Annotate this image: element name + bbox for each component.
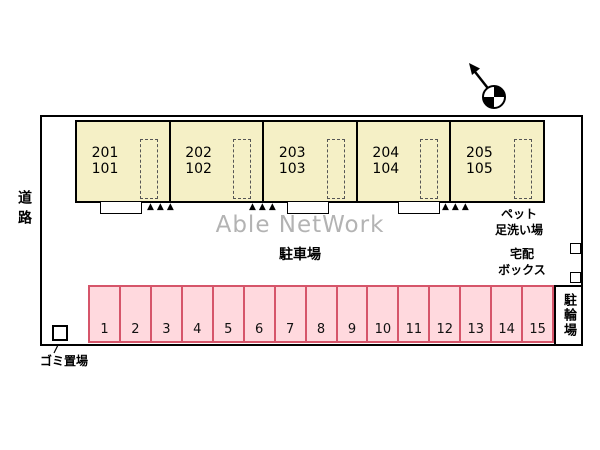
road-label: 道路: [16, 190, 32, 230]
parking-space: 7: [275, 287, 307, 341]
parking-space: 11: [399, 287, 431, 341]
unit-block-201-101: 201 101: [77, 122, 171, 201]
upper-unit-number: 201: [91, 145, 119, 161]
apartment-building: 201 101 202 102 203 103 204 104: [75, 120, 545, 203]
pet-wash-marker: [570, 243, 581, 254]
stairs-dashed-outline: [513, 139, 532, 199]
stairs-dashed-outline: [326, 139, 345, 199]
parking-space: 6: [244, 287, 276, 341]
parking-space: 10: [368, 287, 400, 341]
parking-space: 12: [430, 287, 462, 341]
entry-markers: ▲▲▲: [147, 202, 177, 212]
parking-space: 4: [182, 287, 214, 341]
entrance-porch: [287, 201, 329, 214]
bicycle-parking-label: 駐輪場: [561, 293, 576, 338]
delivery-box-label-line1: 宅配: [509, 247, 534, 261]
entrance-porch: [100, 201, 142, 214]
bicycle-parking-box: 駐輪場: [554, 285, 583, 346]
garbage-area-marker: [52, 325, 68, 341]
lower-unit-number: 105: [466, 161, 493, 177]
parking-space: 2: [120, 287, 152, 341]
pet-wash-label-line1: ペット: [500, 207, 537, 221]
unit-number-label: 202 102: [175, 145, 223, 177]
delivery-box-marker: [570, 272, 581, 283]
parking-spaces-row: 1 2 3 4 5 6 7 8 9 10 11 12 13 14 15: [88, 285, 554, 343]
unit-block-205-105: 205 105: [451, 122, 543, 201]
parking-lot-label: 駐車場: [279, 247, 321, 263]
unit-block-204-104: 204 104: [357, 122, 452, 201]
entrance-porch: [398, 201, 440, 214]
stairs-dashed-outline: [139, 139, 158, 199]
unit-number-label: 205 105: [455, 145, 503, 177]
upper-unit-number: 203: [278, 145, 306, 161]
parking-space: 9: [337, 287, 369, 341]
entry-markers: ▲▲▲: [249, 202, 279, 212]
entry-markers: ▲▲▲: [442, 202, 472, 212]
upper-unit-number: 204: [372, 145, 400, 161]
watermark: Able NetWork: [215, 212, 385, 238]
parking-space: 14: [492, 287, 524, 341]
north-arrow-icon: [469, 63, 506, 109]
parking-space: 15: [523, 287, 553, 341]
lower-unit-number: 103: [278, 161, 306, 177]
upper-unit-number: 205: [466, 145, 493, 161]
lower-unit-number: 102: [185, 161, 212, 177]
parking-space: 13: [461, 287, 493, 341]
unit-block-203-103: 203 103: [264, 122, 358, 201]
stairs-dashed-outline: [233, 139, 252, 199]
unit-number-label: 203 103: [268, 145, 316, 177]
pet-wash-label-line2: 足洗い場: [494, 223, 543, 237]
delivery-box-label: 宅配 ボックス: [494, 246, 550, 278]
parking-space: 1: [90, 287, 121, 341]
stairs-dashed-outline: [420, 139, 439, 199]
parking-space: 5: [213, 287, 245, 341]
lower-unit-number: 104: [372, 161, 400, 177]
pet-wash-label: ペット 足洗い場: [490, 206, 548, 238]
unit-number-label: 201 101: [81, 145, 129, 177]
unit-block-202-102: 202 102: [170, 122, 265, 201]
garbage-area-label: ゴミ置場: [40, 354, 89, 368]
parking-space: 8: [306, 287, 338, 341]
unit-number-label: 204 104: [362, 145, 410, 177]
lower-unit-number: 101: [91, 161, 119, 177]
upper-unit-number: 202: [185, 145, 212, 161]
delivery-box-label-line2: ボックス: [498, 263, 546, 277]
parking-space: 3: [151, 287, 183, 341]
